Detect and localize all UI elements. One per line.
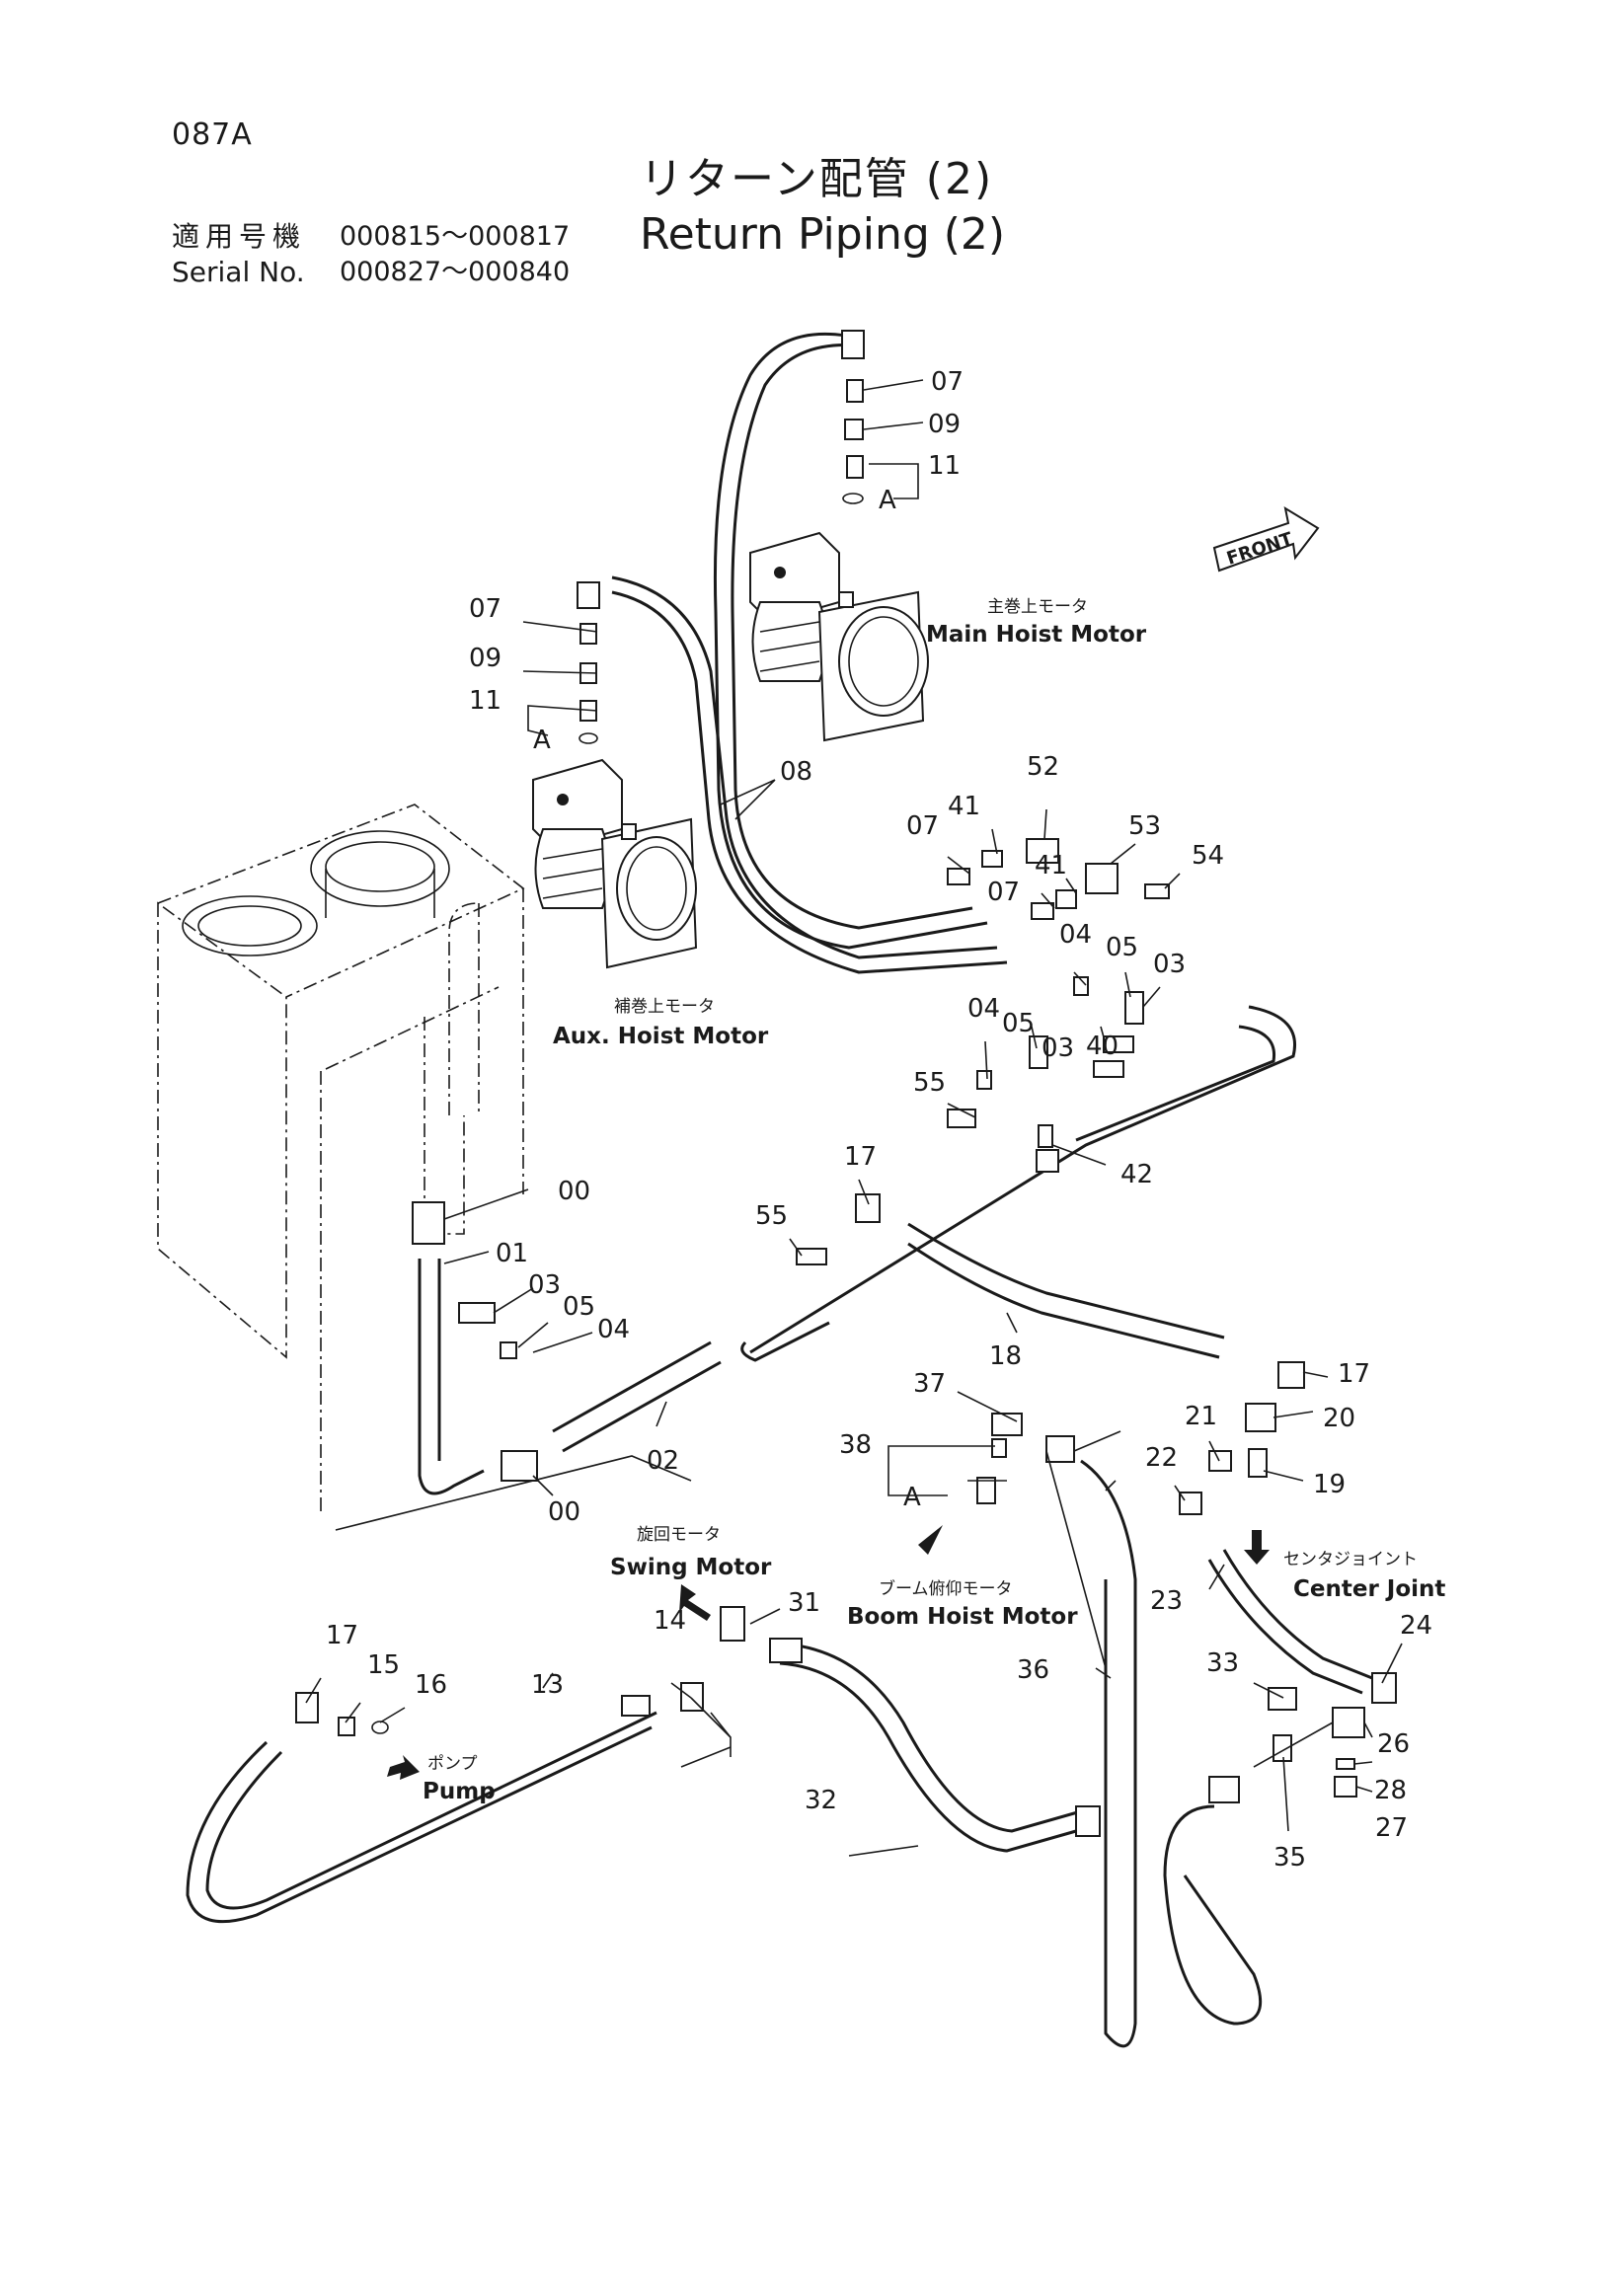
main-hoist-label-en: Main Hoist Motor [926, 622, 1147, 648]
page-title-en: Return Piping (2) [640, 209, 1006, 260]
callout-04: 04 [967, 994, 1000, 1024]
callout-04: 04 [597, 1315, 630, 1344]
center-joint-label-jp: センタジョイント [1283, 1550, 1418, 1569]
main-hoist-motor [749, 531, 929, 742]
callout-09: 09 [928, 410, 961, 439]
callout-16: 16 [415, 1670, 447, 1700]
callout-17: 17 [1338, 1359, 1370, 1389]
callout-22: 22 [1145, 1443, 1178, 1473]
callout-13: 13 [531, 1670, 564, 1700]
callout-21: 21 [1185, 1402, 1217, 1431]
callout-15: 15 [367, 1650, 400, 1680]
callout-33: 33 [1206, 1648, 1239, 1678]
callout-07: 07 [469, 594, 501, 624]
callout-41: 41 [948, 792, 980, 821]
swing-motor-label-en: Swing Motor [610, 1555, 772, 1580]
callout-03: 03 [1153, 950, 1186, 979]
callout-17: 17 [326, 1621, 358, 1650]
callout-20: 20 [1323, 1404, 1355, 1433]
serial-label-en: Serial No. [172, 256, 305, 288]
callout-55: 55 [913, 1068, 946, 1098]
callout-19: 19 [1313, 1470, 1346, 1499]
callout-27: 27 [1375, 1813, 1408, 1843]
hoses [186, 332, 1373, 2048]
callout-02: 02 [647, 1446, 679, 1476]
callout-42: 42 [1120, 1160, 1153, 1189]
callout-31: 31 [788, 1588, 820, 1618]
callout-03: 03 [528, 1270, 561, 1300]
callout-41: 41 [1035, 851, 1067, 880]
callout-36: 36 [1017, 1655, 1049, 1685]
pump-label-en: Pump [423, 1779, 496, 1804]
pump-arrow [387, 1755, 420, 1780]
callout-54: 54 [1192, 841, 1224, 871]
callout-01: 01 [496, 1239, 528, 1268]
boom-hoist-label-en: Boom Hoist Motor [847, 1604, 1078, 1630]
hydraulic-tank [157, 804, 692, 1531]
serial-label-jp: 適用号機 [172, 220, 307, 253]
callout-08: 08 [780, 757, 812, 787]
callout-numbers: 07 09 11 A 07 09 11 A 08 52 41 07 53 54 … [326, 367, 1432, 1873]
component-captions: 主巻上モータ Main Hoist Motor 補巻上モータ Aux. Hois… [423, 528, 1445, 1804]
center-joint-arrow [1244, 1530, 1270, 1565]
callout-00: 00 [548, 1497, 580, 1527]
callout-05: 05 [563, 1292, 595, 1322]
callout-53: 53 [1128, 811, 1161, 841]
callout-14: 14 [654, 1606, 686, 1636]
callout-07: 07 [931, 367, 964, 397]
main-hoist-label-jp: 主巻上モータ [987, 597, 1088, 617]
callout-05: 05 [1002, 1009, 1035, 1038]
callout-07: 07 [906, 811, 939, 841]
callout-17: 17 [844, 1142, 877, 1172]
swing-motor-label-jp: 旋回モータ [637, 1525, 721, 1545]
callout-a: A [533, 726, 551, 755]
callout-28: 28 [1374, 1776, 1407, 1805]
callout-32: 32 [805, 1786, 837, 1815]
callout-24: 24 [1400, 1611, 1432, 1641]
serial-range-1: 000815～000817 [340, 221, 571, 252]
callout-18: 18 [989, 1341, 1022, 1371]
center-joint-label-en: Center Joint [1293, 1576, 1445, 1602]
pump-label-jp: ポンプ [427, 1754, 478, 1774]
callout-23: 23 [1150, 1586, 1183, 1616]
callout-05: 05 [1106, 933, 1138, 962]
aux-hoist-motor [532, 758, 698, 969]
aux-hoist-label-en: Aux. Hoist Motor [553, 1024, 769, 1049]
callout-09: 09 [469, 644, 501, 673]
leader-lines [305, 379, 1403, 1857]
direction-arrows [387, 505, 1320, 1780]
callout-11: 11 [928, 451, 961, 481]
callout-38: 38 [839, 1430, 872, 1460]
callout-a: A [903, 1483, 921, 1512]
callout-11: 11 [469, 686, 501, 716]
front-marker [1212, 505, 1320, 573]
callout-26: 26 [1377, 1729, 1410, 1759]
callout-52: 52 [1027, 752, 1059, 782]
callout-04: 04 [1059, 920, 1092, 950]
page-title-jp: リターン配管 (2) [640, 154, 994, 204]
serial-range-2: 000827～000840 [340, 257, 571, 287]
callout-03: 03 [1041, 1033, 1074, 1063]
callout-00: 00 [558, 1177, 590, 1206]
swing-motor-arrow [679, 1584, 711, 1621]
aux-hoist-label-jp: 補巻上モータ [614, 997, 715, 1017]
callout-55: 55 [755, 1201, 788, 1231]
callout-35: 35 [1273, 1843, 1306, 1873]
callout-40: 40 [1086, 1032, 1119, 1061]
callout-37: 37 [913, 1369, 946, 1399]
callout-a: A [879, 486, 896, 515]
callout-07: 07 [987, 878, 1020, 907]
page-code: 087A [172, 117, 253, 152]
boom-hoist-label-jp: ブーム俯仰モータ [879, 1578, 1013, 1599]
